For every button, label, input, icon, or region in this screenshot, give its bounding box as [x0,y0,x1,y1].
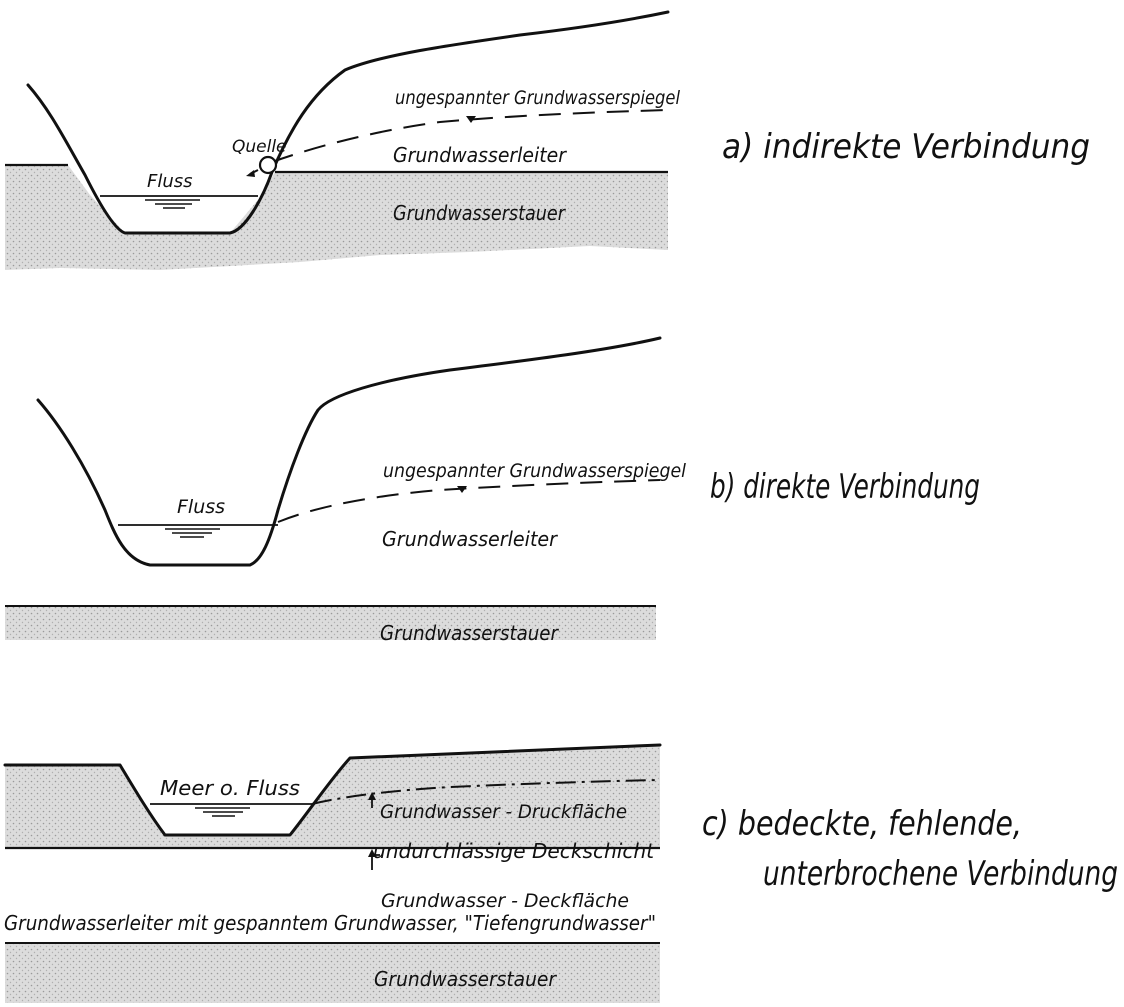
water-hatch-icon [195,807,250,817]
arrow-head-icon [368,792,376,800]
label-cover-surface: Grundwasser - Deckfläche [381,890,629,912]
caption-c-line2: unterbrochene Verbindung [763,854,1118,894]
water-table-line-a [271,109,669,163]
label-aquitard-a: Grundwasserstauer [393,201,567,225]
water-table-marker-icon [457,486,467,493]
pressure-surface-line [311,779,661,805]
caption-a: a) indirekte Verbindung [722,127,1090,167]
terrain-line-c [3,743,662,837]
terrain-line-a [26,10,670,235]
panel-c: Meer o. Fluss Grundwasser - Druckfläche … [3,743,1118,1003]
label-aquifer-a: Grundwasserleiter [393,143,568,167]
label-aquitard-c: Grundwasserstauer [374,967,558,991]
terrain-line-b [36,336,662,567]
spring-icon [258,155,278,175]
aquitard-area-b [5,606,656,640]
label-cover-layer: undurchlässige Deckschicht [373,839,655,863]
aquitard-area-c [5,943,660,1003]
label-aquifer-b: Grundwasserleiter [382,527,559,551]
caption-c-line1: c) bedeckte, fehlende, [702,804,1022,844]
panel-b: ungespannter Grundwasserspiegel Fluss Gr… [5,336,980,645]
aquitard-area-a [5,165,668,270]
water-hatch-icon [145,199,200,209]
label-spring: Quelle [232,137,287,157]
arrow-head-icon [246,170,255,177]
water-table-line-b [277,479,661,523]
water-table-marker-icon [466,116,476,123]
caption-b: b) direkte Verbindung [710,467,980,507]
label-river-a: Fluss [147,171,193,192]
water-hatch-icon [165,528,220,538]
label-confined-aquifer: Grundwasserleiter mit gespanntem Grundwa… [4,911,656,935]
aquifer-base-line-a [5,163,668,174]
label-water-table-a: ungespannter Grundwasserspiegel [395,87,681,109]
cover-layer-area [5,745,660,848]
label-river-b: Fluss [177,496,225,518]
arrow-head-icon [368,849,376,857]
panel-a: ungespannter Grundwasserspiegel Quelle F… [5,10,1090,270]
label-water-table-b: ungespannter Grundwasserspiegel [383,460,687,482]
label-pressure-surface: Grundwasser - Druckfläche [380,801,627,823]
label-aquitard-b: Grundwasserstauer [380,621,560,645]
label-river-c: Meer o. Fluss [160,776,300,800]
